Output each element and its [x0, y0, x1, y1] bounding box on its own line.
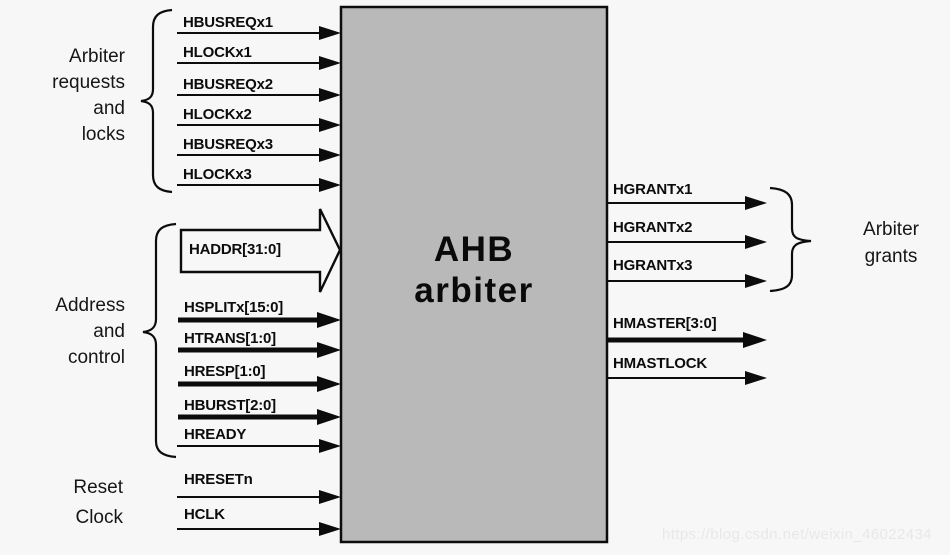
requests-group-brace — [140, 8, 173, 194]
signal-label-hlockx3: HLOCKx3 — [183, 166, 252, 183]
group-label-address: Address and control — [55, 295, 125, 368]
signal-label-hburst: HBURST[2:0] — [184, 397, 276, 414]
hburst-arrow — [178, 409, 341, 425]
signal-label-hresetn: HRESETn — [184, 471, 253, 488]
signal-label-hbusreqx2: HBUSREQx2 — [183, 76, 273, 93]
grants-group-brace — [769, 186, 812, 293]
signal-label-htrans: HTRANS[1:0] — [184, 330, 276, 347]
hmastlock-arrow — [607, 371, 767, 385]
signal-label-haddr: HADDR[31:0] — [189, 241, 281, 258]
hmaster-arrow — [607, 332, 767, 348]
hlockx2-arrow — [177, 118, 341, 132]
hready-arrow — [177, 439, 341, 453]
hresetn-arrow — [177, 490, 341, 504]
group-label-reset-clock: Reset Clock — [73, 477, 123, 528]
signal-label-hmastlock: HMASTLOCK — [613, 355, 708, 372]
hresp-arrow — [178, 376, 341, 392]
watermark-url: https://blog.csdn.net/weixin_46022434 — [662, 526, 932, 543]
group-label-grants: Arbiter grants — [863, 219, 919, 267]
signal-label-hgrantx3: HGRANTx3 — [613, 257, 693, 274]
group-label-requests: Arbiter requests and locks — [52, 46, 125, 145]
signal-label-hready: HREADY — [184, 426, 247, 443]
haddr-bus-arrow — [179, 208, 342, 293]
signal-label-hbusreqx3: HBUSREQx3 — [183, 136, 273, 153]
signal-label-hbusreqx1: HBUSREQx1 — [183, 14, 273, 31]
hgrantx1-arrow — [607, 196, 767, 210]
hclk-arrow — [177, 522, 341, 536]
signal-label-hclk: HCLK — [184, 506, 225, 523]
hbusreqx2-arrow — [177, 88, 341, 102]
signal-label-hgrantx1: HGRANTx1 — [613, 181, 693, 198]
signal-label-hlockx1: HLOCKx1 — [183, 44, 252, 61]
signal-label-hsplitx: HSPLITx[15:0] — [184, 299, 284, 316]
hlockx1-arrow — [177, 56, 341, 70]
arbiter-block — [339, 5, 609, 544]
hlockx3-arrow — [177, 178, 341, 192]
hsplitx-arrow — [178, 312, 341, 328]
hgrantx3-arrow — [607, 274, 767, 288]
block-title: AHB arbiter — [414, 230, 534, 310]
hbusreqx1-arrow — [177, 26, 341, 40]
hbusreqx3-arrow — [177, 148, 341, 162]
signal-label-hgrantx2: HGRANTx2 — [613, 219, 693, 236]
address-group-brace — [142, 222, 177, 459]
signal-label-hresp: HRESP[1:0] — [184, 363, 266, 380]
signal-label-hlockx2: HLOCKx2 — [183, 106, 252, 123]
hgrantx2-arrow — [607, 235, 767, 249]
signal-label-hmaster: HMASTER[3:0] — [613, 315, 717, 332]
htrans-arrow — [178, 342, 341, 358]
